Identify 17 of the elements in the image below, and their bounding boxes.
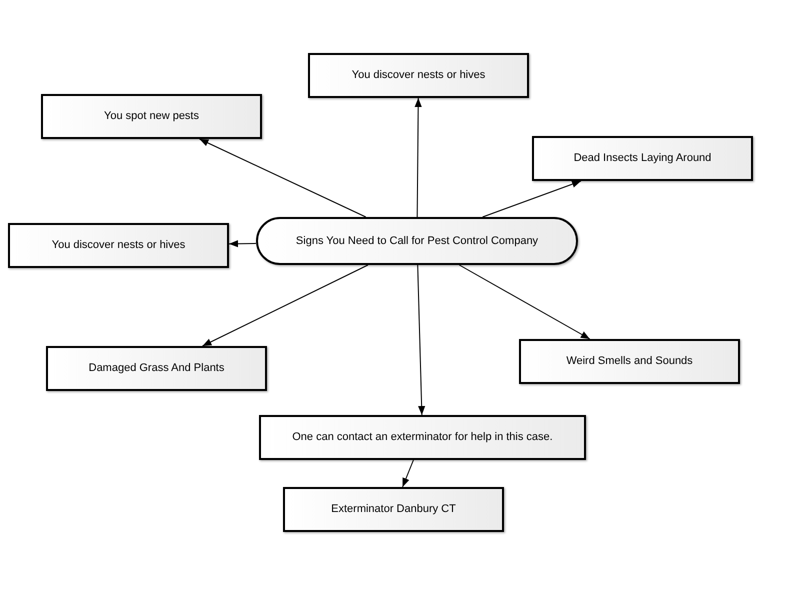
arrow (414, 98, 422, 218)
arrow (202, 264, 368, 346)
sign-box: You spot new pests (41, 94, 262, 139)
sign-box: Weird Smells and Sounds (519, 339, 740, 384)
sign-box: You discover nests or hives (8, 223, 229, 268)
arrow (198, 138, 366, 218)
arrow (458, 264, 590, 340)
arrow (228, 240, 256, 248)
sign-box: Damaged Grass And Plants (46, 346, 267, 391)
sign-box: You discover nests or hives (308, 53, 529, 98)
sign-box: One can contact an exterminator for help in this case. (259, 415, 586, 460)
arrow (402, 460, 414, 488)
arrow (482, 180, 582, 218)
sign-box: Exterminator Danbury CT (283, 487, 504, 532)
topic-box: Signs You Need to Call for Pest Control Company (256, 217, 578, 265)
sign-box: Dead Insects Laying Around (532, 136, 753, 181)
arrow (417, 264, 426, 416)
